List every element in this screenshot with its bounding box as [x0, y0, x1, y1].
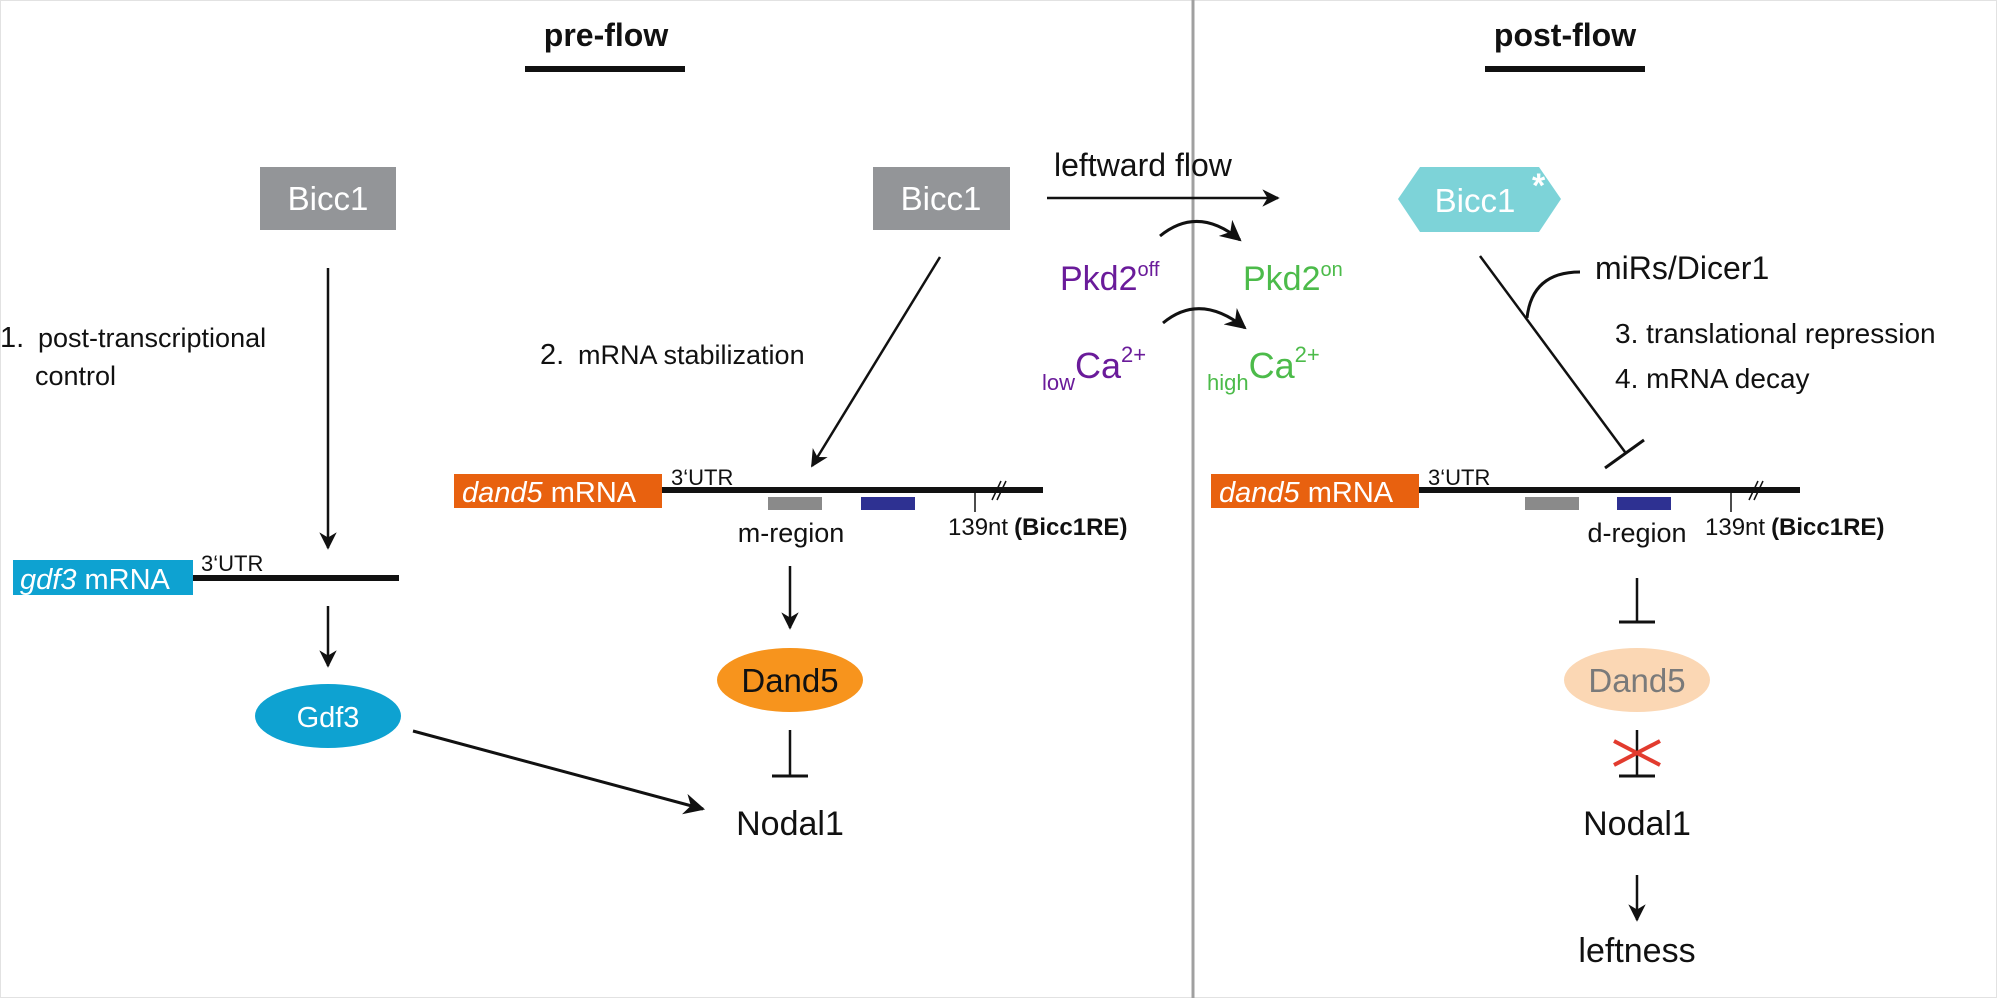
right-site-nt: 139nt	[1705, 514, 1765, 541]
pkd2-on-sup: on	[1321, 259, 1343, 281]
step1-line1: post-transcriptional	[38, 323, 266, 353]
ca-low-base: Ca	[1075, 345, 1122, 386]
right-dand5-rest: mRNA	[1300, 477, 1394, 509]
middle-dand5-protein-node: Dand5	[717, 648, 863, 712]
ca-low-sub: low	[1042, 370, 1075, 395]
middle-bicc1-node: Bicc1	[873, 167, 1010, 230]
pkd2-activation-arrow	[1159, 219, 1242, 242]
svg-text:dand5 mRNA: dand5 mRNA	[462, 477, 637, 509]
ca-low-sup: 2+	[1121, 342, 1146, 367]
right-gray-region-box	[1525, 497, 1579, 510]
pkd2-on: Pkd2on	[1243, 259, 1343, 298]
middle-site-label: 139nt(Bicc1RE)	[948, 514, 1127, 541]
gdf3-mrna-rest: mRNA	[76, 564, 170, 596]
pkd2-off: Pkd2off	[1060, 259, 1160, 298]
mirs-dicer1-label: miRs/Dicer1	[1595, 250, 1769, 286]
m-region-label: m-region	[738, 518, 845, 548]
m-region-box	[768, 497, 822, 510]
mirs-dicer1-connector	[1525, 270, 1581, 319]
right-dand5-italic: dand5	[1219, 477, 1301, 509]
middle-site-bold: (Bicc1RE)	[1014, 514, 1127, 541]
left-bicc1-label: Bicc1	[288, 180, 369, 217]
pkd2-on-base: Pkd2	[1243, 260, 1321, 298]
middle-dand5-italic: dand5	[462, 477, 544, 509]
svg-text:dand5 mRNA: dand5 mRNA	[1219, 477, 1394, 509]
gdf3-protein-node: Gdf3	[255, 684, 401, 748]
ca-high-sub: high	[1207, 370, 1249, 395]
step1-line2: control	[35, 361, 116, 391]
right-dand5-protein-node: Dand5	[1564, 648, 1710, 712]
middle-site-nt: 139nt	[948, 514, 1008, 541]
svg-text:gdf3 mRNA: gdf3 mRNA	[20, 564, 171, 596]
bicc1-repression-line	[1478, 255, 1645, 470]
middle-utr-label: 3‘UTR	[671, 465, 733, 490]
calcium-increase-arrow	[1162, 307, 1247, 330]
step2-number: 2.	[540, 339, 564, 371]
blocked-inhibition	[1613, 730, 1661, 778]
middle-bicc1-label: Bicc1	[901, 180, 982, 217]
post-flow-title: post-flow	[1494, 17, 1636, 53]
blue-region-box	[861, 497, 915, 510]
middle-dand5-rest: mRNA	[543, 477, 637, 509]
gdf3-utr-label: 3‘UTR	[201, 551, 263, 576]
left-bicc1-node: Bicc1	[260, 167, 396, 230]
middle-nodal1-label: Nodal1	[736, 805, 844, 843]
step4-label: 4. mRNA decay	[1615, 363, 1810, 394]
pre-flow-title: pre-flow	[544, 17, 669, 53]
gdf3-protein-label: Gdf3	[297, 702, 360, 734]
leftness-label: leftness	[1578, 932, 1695, 970]
dand5-inhibits-nodal	[772, 730, 808, 778]
middle-bicc1-arrow	[810, 256, 942, 468]
ca-low: lowCa2+	[1042, 342, 1146, 395]
leftward-flow-label: leftward flow	[1054, 147, 1233, 183]
step3-label: 3. translational repression	[1615, 318, 1936, 349]
middle-dand5-mrna: dand5 mRNA	[454, 474, 1043, 512]
step2-text: mRNA stabilization	[578, 340, 805, 370]
right-site-label: 139nt(Bicc1RE)	[1705, 514, 1884, 541]
middle-dand5-label: Dand5	[741, 662, 838, 699]
ca-high-base: Ca	[1249, 345, 1296, 386]
step1-number: 1.	[0, 322, 24, 354]
ca-high-sup: 2+	[1295, 342, 1320, 367]
active-bicc1-label: Bicc1	[1435, 182, 1516, 219]
gdf3-mrna: gdf3 mRNA	[13, 560, 399, 596]
right-dand5-mrna: dand5 mRNA	[1211, 474, 1800, 512]
gdf3-to-nodal-arrow	[412, 729, 706, 815]
pkd2-off-base: Pkd2	[1060, 260, 1138, 298]
right-break-mark	[1748, 480, 1759, 501]
right-site-bold: (Bicc1RE)	[1771, 514, 1884, 541]
ca-high: highCa2+	[1207, 342, 1320, 395]
active-bicc1-asterisk: *	[1532, 167, 1546, 205]
active-bicc1-node: Bicc1 *	[1398, 167, 1561, 232]
mrna-inhibits-dand5	[1619, 578, 1655, 624]
gdf3-mrna-italic: gdf3	[20, 564, 76, 596]
right-utr-label: 3‘UTR	[1428, 465, 1490, 490]
right-dand5-label: Dand5	[1588, 662, 1685, 699]
right-nodal1-label: Nodal1	[1583, 805, 1691, 843]
pkd2-off-sup: off	[1138, 259, 1160, 281]
d-region-label: d-region	[1587, 518, 1686, 548]
d-region-box	[1617, 497, 1671, 510]
break-mark	[991, 480, 1002, 501]
